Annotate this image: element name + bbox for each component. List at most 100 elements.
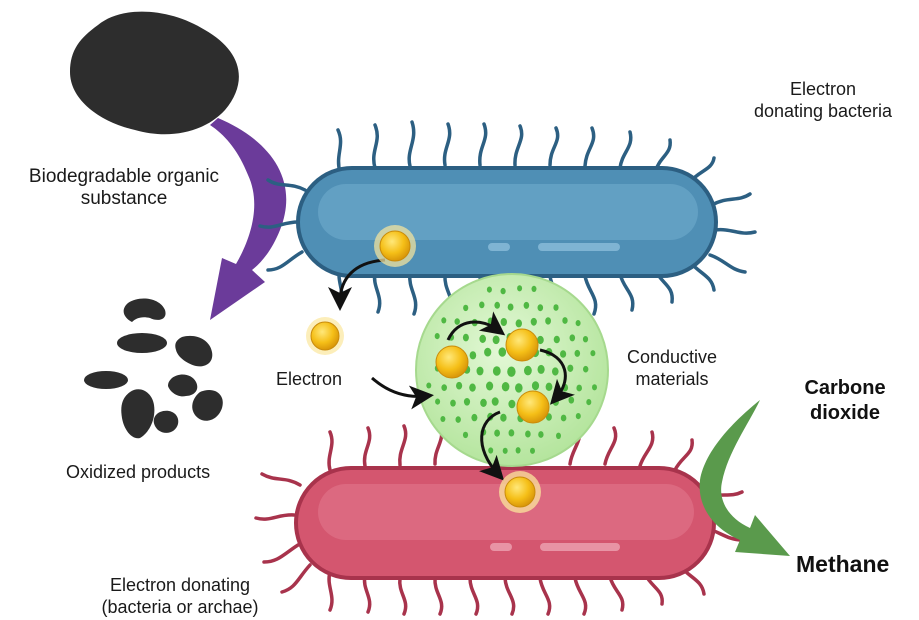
sphere-dot	[524, 302, 530, 309]
sphere-dot	[508, 304, 514, 311]
label-electron-donating-bacteria-line2: donating bacteria	[738, 100, 908, 122]
electron-icon	[380, 231, 410, 261]
sphere-dot	[586, 399, 591, 405]
sphere-dot	[499, 347, 507, 356]
sphere-dot	[554, 336, 560, 344]
sphere-dot	[538, 365, 545, 374]
sphere-dot	[484, 348, 491, 357]
sphere-dot	[488, 447, 493, 453]
sphere-dot	[532, 286, 537, 292]
sphere-dot	[552, 367, 559, 375]
sphere-dot	[576, 320, 581, 326]
label-oxidized-products: Oxidized products	[66, 461, 210, 483]
sphere-dot	[435, 333, 440, 339]
sphere-dot	[531, 318, 537, 326]
sphere-dot	[450, 400, 456, 407]
sphere-dot	[426, 383, 431, 389]
label-electron-donating-bacteria-line1: Electron	[738, 78, 908, 100]
sphere-dot	[516, 319, 522, 327]
label-carbone-dioxide: Carbone dioxide	[790, 376, 900, 426]
label-methane: Methane	[796, 550, 889, 578]
sphere-dot	[463, 334, 469, 342]
sphere-dot	[525, 431, 531, 438]
sphere-dot	[575, 350, 581, 357]
sphere-dot	[538, 304, 544, 311]
sphere-dot	[553, 398, 559, 406]
label-biodegradable-organic-substance: Biodegradable organic substance	[6, 166, 242, 210]
sphere-dot	[538, 431, 543, 438]
sphere-dot	[464, 398, 470, 406]
label-conductive-line1: Conductive	[612, 346, 732, 368]
sphere-dot	[440, 416, 445, 422]
sphere-dot	[435, 399, 440, 405]
sphere-dot	[560, 350, 566, 358]
sphere-dot	[501, 288, 506, 294]
sphere-dot	[480, 399, 487, 407]
label-electron: Electron	[276, 368, 342, 390]
sphere-dot	[556, 433, 561, 439]
sphere-dot	[592, 384, 597, 390]
sphere-dot	[576, 413, 581, 419]
label-carbone-line1: Carbone	[790, 376, 900, 401]
sphere-dot	[479, 302, 484, 309]
sphere-dot	[493, 366, 501, 376]
sphere-dot	[487, 287, 492, 293]
sphere-dot	[463, 432, 468, 438]
sphere-dot	[553, 304, 558, 311]
purple-arrow	[210, 118, 286, 320]
sphere-dot	[456, 382, 462, 390]
sphere-dot	[503, 448, 508, 454]
sphere-dot	[492, 397, 499, 406]
sphere-dot	[524, 366, 532, 376]
sphere-dot	[494, 302, 500, 309]
sphere-dot	[561, 415, 567, 422]
sphere-dot	[493, 336, 500, 345]
electron-icon	[436, 346, 468, 378]
sphere-dot	[567, 365, 573, 372]
sphere-dot	[508, 400, 515, 409]
sphere-dot	[545, 317, 551, 324]
sphere-dot	[455, 318, 460, 325]
sphere-dot	[502, 382, 510, 391]
sphere-dot	[509, 429, 515, 436]
label-carbone-line2: dioxide	[790, 401, 900, 426]
sphere-dot	[477, 367, 484, 376]
sphere-dot	[456, 416, 461, 423]
sphere-dot	[470, 351, 477, 359]
sphere-dot	[569, 397, 575, 404]
sphere-dot	[494, 430, 500, 437]
sphere-dot	[583, 366, 588, 373]
sphere-dot	[517, 285, 522, 291]
label-conductive-materials: Conductive materials	[612, 346, 732, 390]
sphere-dot	[486, 382, 493, 391]
sphere-dot	[546, 383, 553, 391]
sphere-dot	[562, 317, 567, 324]
sphere-dot	[570, 334, 576, 341]
sphere-dot	[469, 384, 476, 392]
sphere-dot	[516, 447, 521, 453]
electron-icon	[517, 391, 549, 423]
label-biodegradable-line1: Biodegradable organic	[6, 166, 242, 188]
label-biodegradable-line2: substance	[6, 188, 242, 210]
sphere-dot	[590, 350, 595, 356]
organic-blob-icon	[70, 12, 239, 135]
label-conductive-line2: materials	[612, 368, 732, 390]
sphere-dot	[471, 414, 477, 421]
sphere-dot	[576, 385, 582, 392]
electron-icon	[506, 329, 538, 361]
electron-icon	[311, 322, 339, 350]
sphere-dot	[532, 381, 539, 390]
sphere-dot	[500, 414, 506, 422]
label-electron-donating-archae-line1: Electron donating	[70, 574, 290, 596]
sphere-dot	[501, 318, 507, 326]
oxidized-fragments-icon	[84, 299, 223, 439]
label-electron-donating-bacteria: Electron donating bacteria	[738, 78, 908, 122]
sphere-dot	[441, 384, 447, 391]
sphere-dot	[583, 336, 588, 342]
label-electron-donating-archae-line2: (bacteria or archae)	[70, 596, 290, 618]
sphere-dot	[479, 335, 486, 343]
sphere-dot	[530, 448, 535, 454]
sphere-dot	[507, 367, 515, 377]
sphere-dot	[441, 317, 446, 323]
